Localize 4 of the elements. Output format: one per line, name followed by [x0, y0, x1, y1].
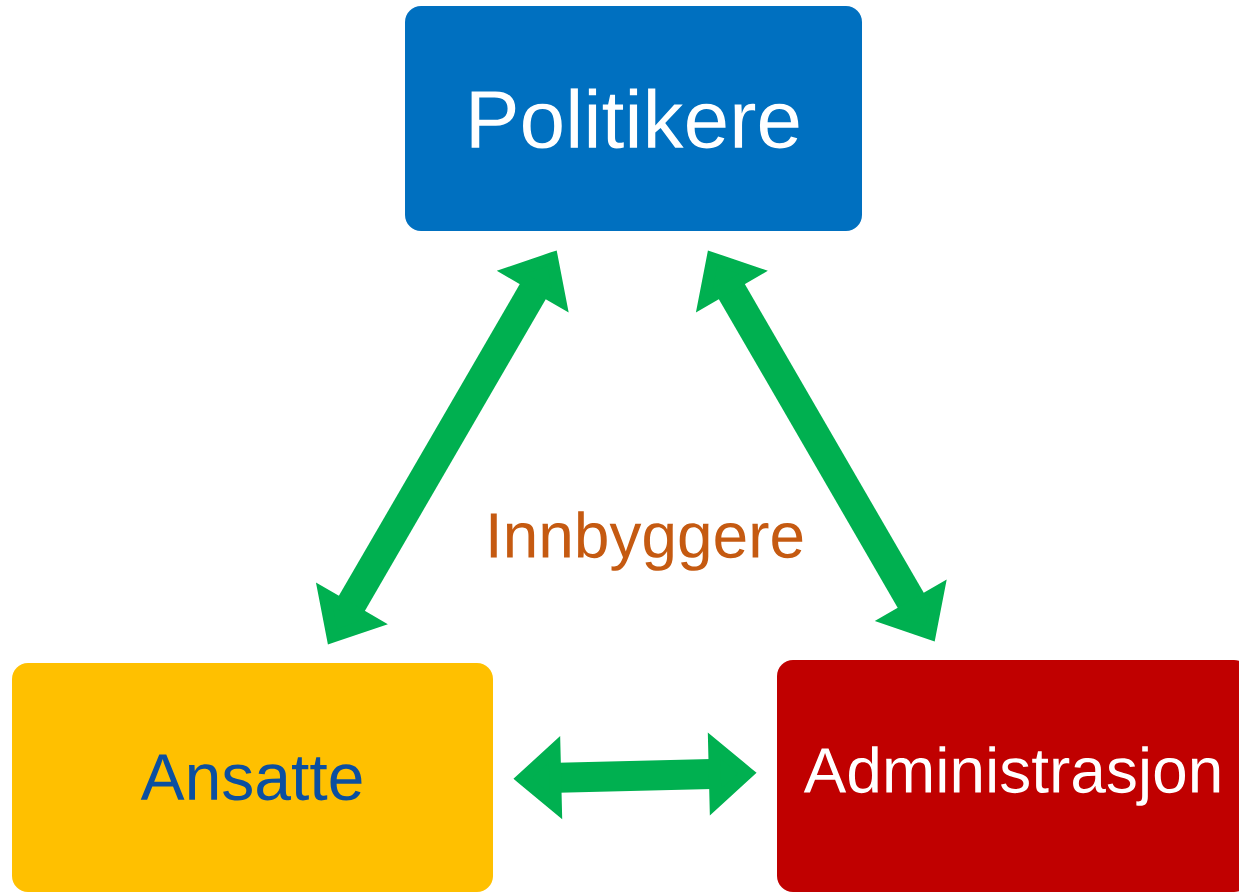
center-label: Innbyggere [490, 511, 803, 571]
process-box: Administrasjon [777, 660, 1239, 892]
process-box: Politikere [405, 6, 862, 231]
process-box: Ansatte [12, 663, 493, 892]
